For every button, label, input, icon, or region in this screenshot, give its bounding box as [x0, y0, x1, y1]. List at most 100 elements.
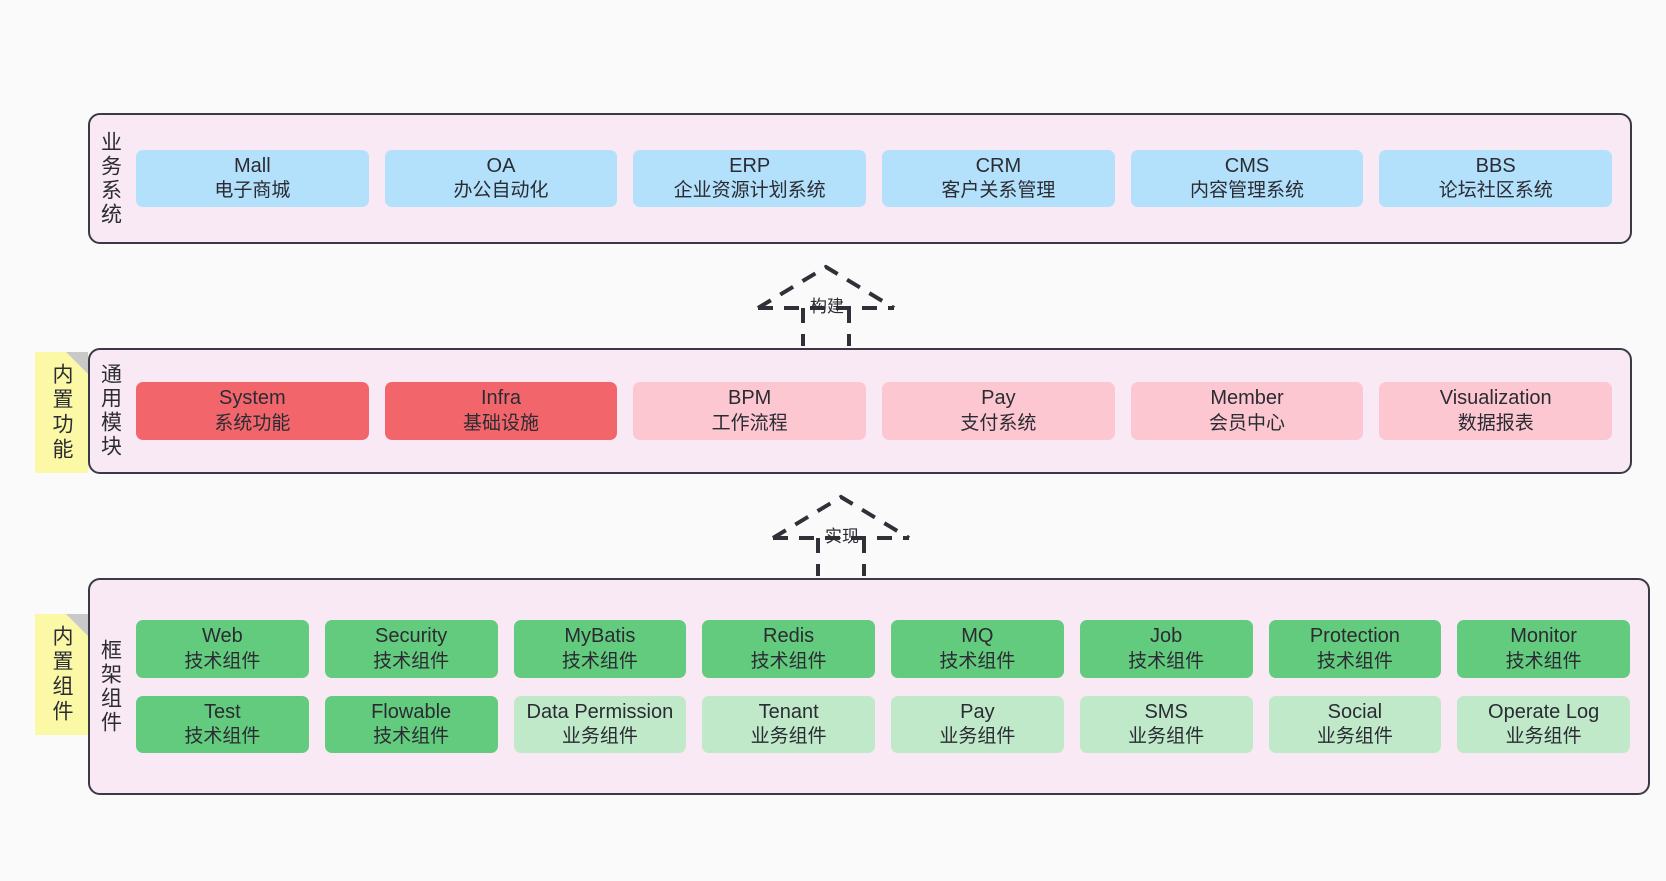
node-title: CMS	[1224, 154, 1270, 177]
layer-business-systems: 业务系统 Mall 电子商城 OA 办公自动化 ERP 企业资源计划系统 CRM…	[88, 113, 1632, 244]
layer-body-common-modules: System 系统功能 Infra 基础设施 BPM 工作流程 Pay 支付系统…	[130, 350, 1630, 472]
node-security[interactable]: Security 技术组件	[324, 620, 498, 678]
node-job[interactable]: Job 技术组件	[1079, 620, 1253, 678]
node-title: Mall	[234, 154, 271, 177]
node-title: Job	[1150, 625, 1183, 648]
node-title: BPM	[728, 387, 772, 410]
node-subtitle: 会员中心	[1209, 412, 1286, 434]
node-data-permission[interactable]: Data Permission 业务组件	[513, 695, 687, 753]
node-subtitle: 客户关系管理	[941, 180, 1056, 202]
node-web[interactable]: Web 技术组件	[136, 620, 309, 678]
node-bpm[interactable]: BPM 工作流程	[633, 382, 867, 440]
layer-title-business-systems: 业务系统	[98, 130, 122, 227]
node-erp[interactable]: ERP 企业资源计划系统	[633, 149, 867, 208]
node-subtitle: 业务组件	[939, 725, 1016, 747]
node-redis[interactable]: Redis 技术组件	[702, 620, 875, 678]
node-bbs[interactable]: BBS 论坛社区系统	[1379, 149, 1613, 208]
node-subtitle: 系统功能	[214, 412, 291, 434]
node-title: CRM	[975, 154, 1022, 177]
node-title: Security	[375, 625, 448, 648]
node-title: OA	[486, 154, 516, 177]
node-title: Redis	[763, 625, 815, 648]
note-fold-corner-icon	[66, 352, 88, 374]
node-mq[interactable]: MQ 技术组件	[891, 620, 1064, 678]
node-subtitle: 技术组件	[184, 725, 261, 747]
sticky-note-label: 内置功能	[50, 362, 73, 463]
node-title: Data Permission	[526, 700, 674, 723]
row-tech-components: Web 技术组件 Security 技术组件 MyBatis 技术组件 Redi…	[136, 620, 1630, 678]
node-subtitle: 技术组件	[373, 650, 450, 672]
connector-implement-label: 实现	[825, 527, 859, 546]
row-business-components: Test 技术组件 Flowable 技术组件 Data Permission …	[136, 695, 1630, 753]
node-cms[interactable]: CMS 内容管理系统	[1130, 149, 1364, 208]
node-subtitle: 业务组件	[1505, 725, 1582, 747]
node-subtitle: 企业资源计划系统	[673, 180, 826, 202]
node-title: SMS	[1144, 700, 1188, 723]
node-title: Flowable	[371, 700, 452, 723]
node-pay-component[interactable]: Pay 业务组件	[891, 695, 1064, 753]
note-fold-corner-icon	[66, 614, 88, 636]
node-crm[interactable]: CRM 客户关系管理	[882, 149, 1115, 208]
node-title: Member	[1210, 387, 1284, 410]
node-title: Web	[201, 625, 243, 648]
node-subtitle: 论坛社区系统	[1438, 180, 1553, 202]
node-member[interactable]: Member 会员中心	[1130, 382, 1364, 440]
node-subtitle: 业务组件	[1128, 725, 1205, 747]
node-protection[interactable]: Protection 技术组件	[1268, 620, 1442, 678]
node-subtitle: 数据报表	[1457, 412, 1534, 434]
node-sms[interactable]: SMS 业务组件	[1079, 695, 1253, 753]
node-subtitle: 技术组件	[939, 650, 1016, 672]
node-title: Social	[1327, 700, 1383, 723]
layer-body-framework-components: Web 技术组件 Security 技术组件 MyBatis 技术组件 Redi…	[130, 580, 1648, 793]
node-subtitle: 业务组件	[1316, 725, 1393, 747]
node-monitor[interactable]: Monitor 技术组件	[1457, 620, 1630, 678]
node-subtitle: 技术组件	[561, 650, 638, 672]
node-subtitle: 工作流程	[711, 412, 788, 434]
node-subtitle: 技术组件	[1505, 650, 1582, 672]
layer-title-common-modules: 通用模块	[98, 363, 122, 459]
node-mall[interactable]: Mall 电子商城	[136, 149, 369, 208]
node-title: Pay	[960, 700, 995, 723]
generalization-arrow-icon	[756, 264, 896, 346]
row-common-modules: System 系统功能 Infra 基础设施 BPM 工作流程 Pay 支付系统…	[136, 382, 1613, 440]
node-subtitle: 电子商城	[214, 180, 291, 202]
node-operate-log[interactable]: Operate Log 业务组件	[1457, 695, 1630, 753]
sticky-note-builtin-function: 内置功能	[35, 352, 88, 473]
node-oa[interactable]: OA 办公自动化	[384, 149, 618, 208]
node-title: Visualization	[1439, 387, 1552, 410]
node-title: Protection	[1309, 625, 1400, 648]
node-visualization[interactable]: Visualization 数据报表	[1379, 382, 1613, 440]
node-test[interactable]: Test 技术组件	[136, 695, 309, 753]
node-subtitle: 内容管理系统	[1190, 180, 1305, 202]
node-title: Infra	[480, 387, 522, 410]
connector-build-label: 构建	[810, 297, 844, 316]
node-subtitle: 技术组件	[184, 650, 261, 672]
connector-implement: 实现	[770, 492, 930, 578]
node-subtitle: 业务组件	[750, 725, 827, 747]
node-title: Operate Log	[1488, 700, 1600, 723]
sticky-note-label: 内置组件	[50, 624, 73, 725]
node-flowable[interactable]: Flowable 技术组件	[324, 695, 498, 753]
node-subtitle: 技术组件	[1128, 650, 1205, 672]
node-subtitle: 技术组件	[373, 725, 450, 747]
node-system[interactable]: System 系统功能	[136, 382, 369, 440]
node-subtitle: 支付系统	[960, 412, 1037, 434]
node-subtitle: 基础设施	[463, 412, 540, 434]
row-business-systems: Mall 电子商城 OA 办公自动化 ERP 企业资源计划系统 CRM 客户关系…	[136, 149, 1613, 208]
node-mybatis[interactable]: MyBatis 技术组件	[513, 620, 687, 678]
node-title: Monitor	[1510, 625, 1577, 648]
node-pay[interactable]: Pay 支付系统	[882, 382, 1115, 440]
node-tenant[interactable]: Tenant 业务组件	[702, 695, 875, 753]
node-subtitle: 业务组件	[561, 725, 638, 747]
node-infra[interactable]: Infra 基础设施	[384, 382, 618, 440]
node-subtitle: 办公自动化	[453, 180, 549, 202]
connector-build: 构建	[755, 262, 915, 348]
node-social[interactable]: Social 业务组件	[1268, 695, 1442, 753]
sticky-note-builtin-component: 内置组件	[35, 614, 88, 735]
node-title: BBS	[1475, 154, 1516, 177]
generalization-arrow-icon	[771, 494, 911, 576]
node-title: MQ	[961, 625, 994, 648]
node-title: System	[218, 387, 286, 410]
node-title: Test	[204, 700, 241, 723]
